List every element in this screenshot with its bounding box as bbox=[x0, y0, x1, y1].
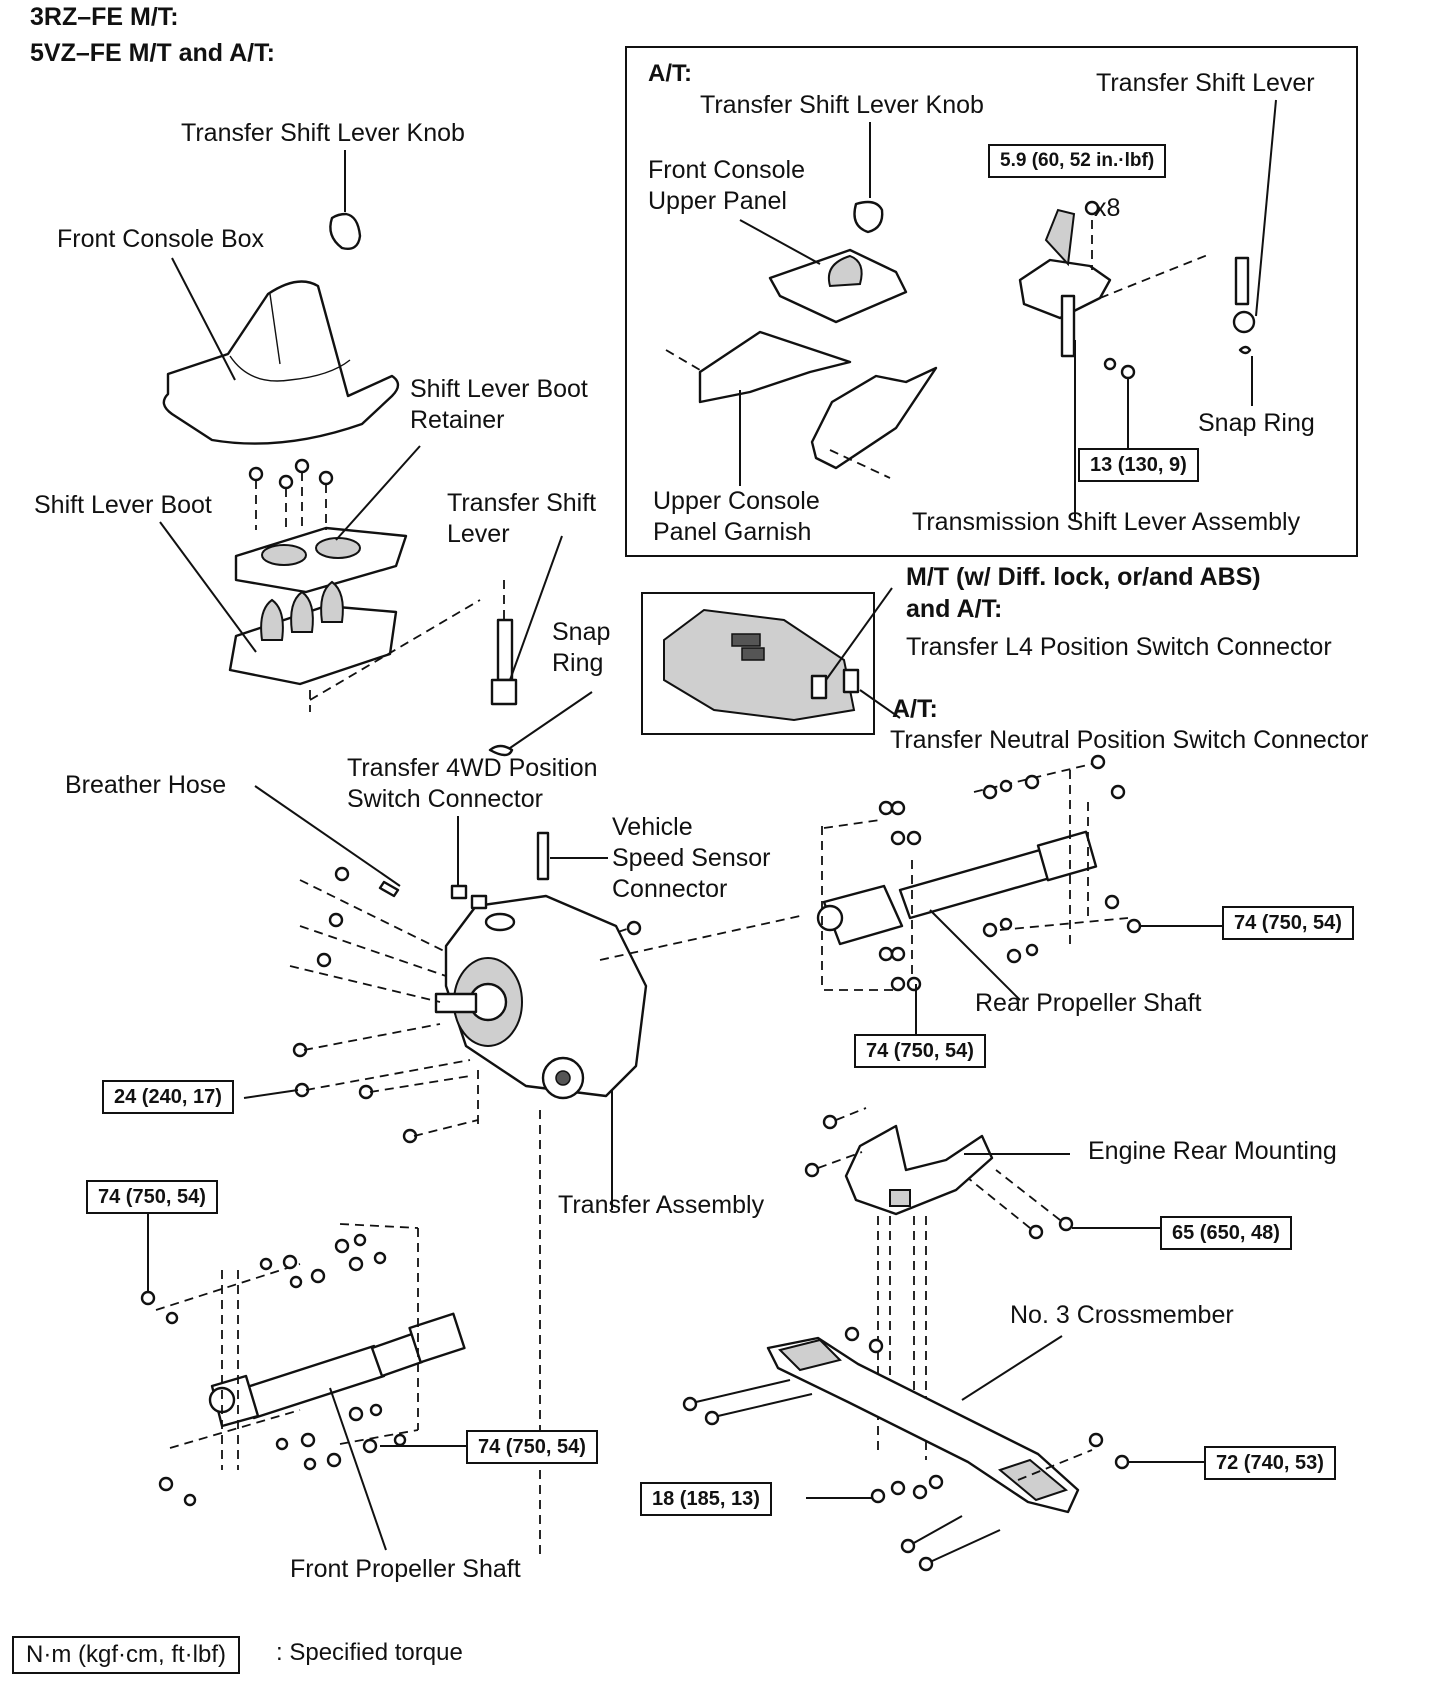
torque-crossmember-left: 18 (185, 13) bbox=[640, 1482, 772, 1516]
label-no3-crossmember: No. 3 Crossmember bbox=[1010, 1301, 1234, 1329]
switch-inset-heading-line2: and A/T: bbox=[906, 595, 1003, 623]
switch-inset-heading-line1: M/T (w/ Diff. lock, or/and ABS) bbox=[906, 563, 1261, 591]
at-transfer-lever-drawing bbox=[1232, 99, 1277, 406]
label-breather-hose: Breather Hose bbox=[65, 771, 227, 799]
rear-propeller-shaft-drawing bbox=[816, 754, 1222, 1040]
label-l4-switch-connector: Transfer L4 Position Switch Connector bbox=[906, 633, 1332, 661]
label-shift-lever-boot: Shift Lever Boot bbox=[34, 491, 212, 519]
torque-engine-mount: 65 (650, 48) bbox=[1160, 1216, 1292, 1250]
at-inset-heading: A/T: bbox=[648, 60, 692, 87]
at-inset-frame bbox=[625, 46, 1358, 557]
label-vss-line2: Speed Sensor bbox=[612, 844, 771, 872]
label-transfer-lever-line2: Lever bbox=[447, 520, 510, 548]
torque-inset-nut: 13 (130, 9) bbox=[1078, 448, 1199, 482]
label-front-console-box: Front Console Box bbox=[57, 225, 265, 253]
label-front-propeller-shaft: Front Propeller Shaft bbox=[290, 1555, 521, 1583]
switch-inset-at-heading: A/T: bbox=[892, 695, 938, 723]
label-vss-line1: Vehicle bbox=[612, 813, 693, 841]
label-transfer-knob: Transfer Shift Lever Knob bbox=[181, 119, 465, 147]
label-at-upper-panel-line2: Upper Panel bbox=[648, 187, 787, 215]
front-console-box-drawing bbox=[162, 257, 400, 445]
no3-crossmember-drawing bbox=[682, 1326, 1204, 1572]
transfer-knob-drawing bbox=[329, 150, 362, 250]
legend-specified-torque: : Specified torque bbox=[276, 1639, 463, 1666]
label-neutral-switch-connector: Transfer Neutral Position Switch Connect… bbox=[890, 726, 1369, 754]
switch-inset-frame bbox=[641, 592, 875, 735]
label-4wd-connector-line1: Transfer 4WD Position bbox=[347, 754, 598, 782]
connectors-drawing bbox=[254, 785, 608, 910]
at-shift-lever-assembly-drawing bbox=[1018, 200, 1211, 520]
at-knob-drawing bbox=[853, 122, 884, 234]
label-bolt-count: x8 bbox=[1094, 194, 1121, 222]
legend-torque-unit-box: N·m (kgf·cm, ft·lbf) bbox=[12, 1636, 240, 1674]
torque-rear-prop-bottom: 74 (750, 54) bbox=[854, 1034, 986, 1068]
label-vss-line3: Connector bbox=[612, 875, 728, 903]
label-rear-propeller-shaft: Rear Propeller Shaft bbox=[975, 989, 1202, 1017]
torque-front-prop-right: 74 (750, 54) bbox=[466, 1430, 598, 1464]
at-garnish-drawing bbox=[665, 330, 938, 486]
label-engine-rear-mounting: Engine Rear Mounting bbox=[1088, 1137, 1337, 1165]
label-snap-ring-line1: Snap bbox=[552, 618, 611, 646]
torque-rear-prop-right: 74 (750, 54) bbox=[1222, 906, 1354, 940]
torque-crossmember-right: 72 (740, 53) bbox=[1204, 1446, 1336, 1480]
label-at-upper-panel-line1: Front Console bbox=[648, 156, 806, 184]
label-4wd-connector-line2: Switch Connector bbox=[347, 785, 543, 813]
label-snap-ring-line2: Ring bbox=[552, 649, 604, 677]
label-at-knob: Transfer Shift Lever Knob bbox=[700, 91, 984, 119]
shift-boot-retainer-drawing bbox=[234, 445, 421, 594]
torque-front-prop-left: 74 (750, 54) bbox=[86, 1180, 218, 1214]
label-at-transfer-lever: Transfer Shift Lever bbox=[1096, 69, 1315, 97]
transfer-assembly-drawing bbox=[434, 894, 648, 1210]
label-boot-retainer-line1: Shift Lever Boot bbox=[410, 375, 588, 403]
torque-transfer-bolts: 24 (240, 17) bbox=[102, 1080, 234, 1114]
switch-inset-engine-drawing bbox=[663, 587, 901, 722]
torque-inset-bolts: 5.9 (60, 52 in.·lbf) bbox=[988, 144, 1167, 178]
header-engine-2: 5VZ–FE M/T and A/T: bbox=[30, 39, 275, 67]
label-at-garnish-line2: Panel Garnish bbox=[653, 518, 812, 546]
label-trans-lever-assembly: Transmission Shift Lever Assembly bbox=[912, 508, 1301, 536]
label-boot-retainer-line2: Retainer bbox=[410, 406, 505, 434]
at-upper-panel-drawing bbox=[739, 219, 908, 324]
shift-lever-boot-drawing bbox=[159, 521, 481, 712]
label-transfer-assembly: Transfer Assembly bbox=[558, 1191, 765, 1219]
label-at-snap-ring: Snap Ring bbox=[1198, 409, 1315, 437]
label-at-garnish-line1: Upper Console bbox=[653, 487, 820, 515]
front-propeller-shaft-drawing bbox=[140, 1212, 466, 1551]
header-engine-1: 3RZ–FE M/T: bbox=[30, 3, 179, 31]
label-transfer-lever-line1: Transfer Shift bbox=[447, 489, 597, 517]
transfer-bolts-drawing bbox=[243, 866, 801, 1560]
transfer-shift-lever-drawing bbox=[488, 535, 593, 757]
